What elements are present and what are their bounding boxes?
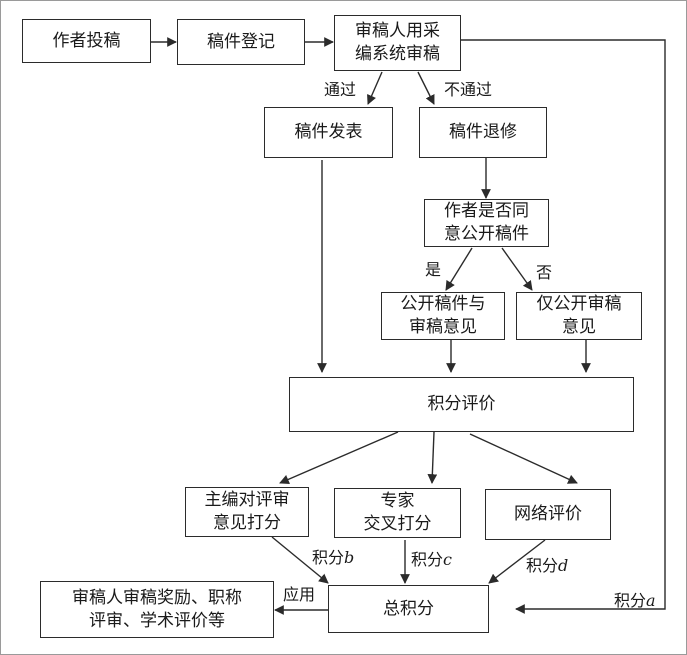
node-total-score: 总积分 <box>328 585 489 633</box>
node-expert-score: 专家 交叉打分 <box>334 488 461 538</box>
node-score-eval-label: 积分评价 <box>427 394 496 414</box>
node-reward-line2: 评审、学术评价等 <box>89 610 225 631</box>
label-yes: 是 <box>425 260 442 279</box>
node-public-both: 公开稿件与 审稿意见 <box>381 292 505 340</box>
node-reward: 审稿人审稿奖励、职称 评审、学术评价等 <box>40 581 274 638</box>
node-reward-line1: 审稿人审稿奖励、职称 <box>72 587 242 608</box>
node-revise-label: 稿件退修 <box>449 122 517 142</box>
label-score-a-var: a <box>646 591 656 610</box>
node-network-eval-label: 网络评价 <box>514 504 582 524</box>
arrow-score-to-editor <box>279 431 399 484</box>
node-revise: 稿件退修 <box>419 107 547 158</box>
label-no: 否 <box>536 263 553 282</box>
node-system-review: 审稿人用采 编系统审稿 <box>334 15 461 71</box>
node-register: 稿件登记 <box>177 19 305 65</box>
arrow-score-to-network <box>469 433 578 484</box>
label-score-b: 积分b <box>312 548 354 568</box>
label-score-a-prefix: 积分 <box>614 591 647 610</box>
node-author-agree-line2: 意公开稿件 <box>444 224 529 244</box>
node-register-label: 稿件登记 <box>207 31 275 52</box>
node-total-score-label: 总积分 <box>383 598 434 619</box>
arrow-agree-to-both <box>445 247 473 291</box>
node-network-eval: 网络评价 <box>485 489 611 540</box>
node-expert-score-line1: 专家 <box>380 491 415 511</box>
node-system-review-line1: 审稿人用采 <box>355 21 440 41</box>
label-score-d-prefix: 积分 <box>526 556 559 575</box>
node-public-both-line2: 审稿意见 <box>409 317 477 337</box>
node-author-agree-line1: 作者是否同 <box>444 201 529 221</box>
node-public-both-line1: 公开稿件与 <box>400 294 486 314</box>
node-public-only-line1: 仅公开审稿 <box>536 294 622 314</box>
arrow-review-to-publish <box>367 71 383 105</box>
label-score-b-var: b <box>344 548 355 567</box>
node-author-agree: 作者是否同 意公开稿件 <box>424 199 549 247</box>
node-publish-label: 稿件发表 <box>294 122 363 142</box>
arrow-review-to-revise <box>417 71 435 105</box>
label-score-d-var: d <box>558 556 569 575</box>
label-score-d: 积分d <box>526 556 568 576</box>
label-score-b-prefix: 积分 <box>312 548 345 567</box>
label-score-c: 积分c <box>411 550 452 570</box>
arrow-review-to-total-a <box>461 39 666 614</box>
arrow-agree-to-only <box>501 247 533 291</box>
arrow-network-to-total <box>488 539 546 584</box>
node-system-review-line2: 编系统审稿 <box>355 44 440 64</box>
node-expert-score-line2: 交叉打分 <box>363 514 432 534</box>
arrow-score-to-expert <box>427 431 438 484</box>
label-apply: 应用 <box>283 585 316 604</box>
label-pass: 通过 <box>324 80 357 99</box>
node-editor-score: 主编对评审 意见打分 <box>185 487 309 537</box>
node-score-eval: 积分评价 <box>289 377 634 432</box>
node-editor-score-line2: 意见打分 <box>213 513 281 533</box>
node-publish: 稿件发表 <box>264 107 393 158</box>
label-fail: 不通过 <box>444 80 493 99</box>
node-editor-score-line1: 主编对评审 <box>204 490 290 510</box>
label-score-a: 积分a <box>614 591 656 611</box>
arrow-editor-to-total <box>271 536 329 584</box>
label-score-c-prefix: 积分 <box>411 550 444 569</box>
node-author-submit: 作者投稿 <box>22 19 151 63</box>
node-public-only: 仅公开审稿 意见 <box>516 292 642 340</box>
node-public-only-line2: 意见 <box>562 317 596 337</box>
label-score-c-var: c <box>443 550 452 569</box>
node-author-submit-label: 作者投稿 <box>52 30 121 51</box>
